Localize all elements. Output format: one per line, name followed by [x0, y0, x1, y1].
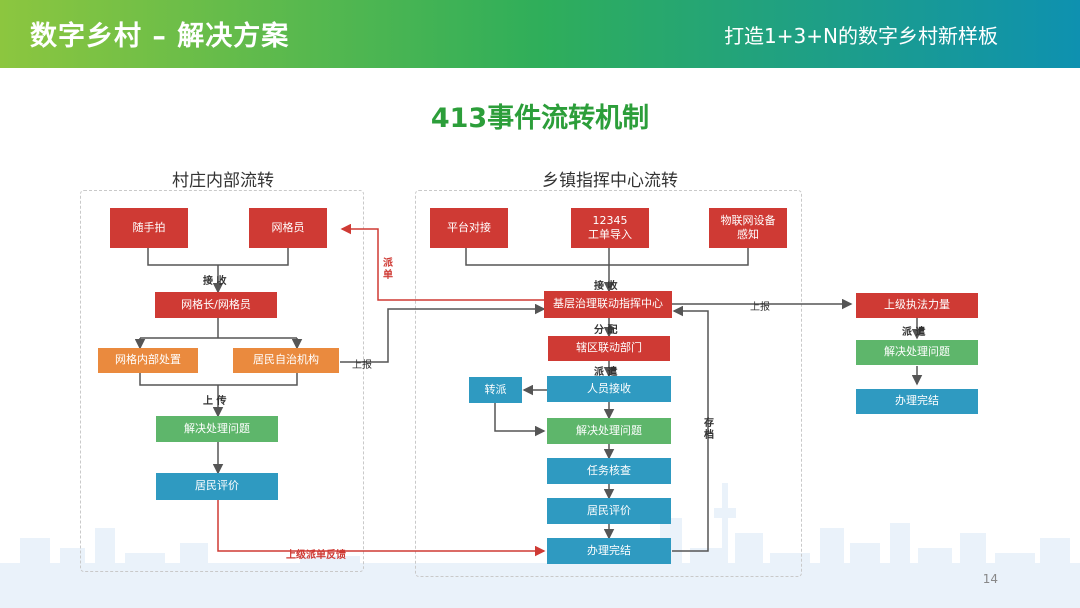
node-xiaqu-bumen: 辖区联动部门 — [548, 336, 670, 361]
node-renwu-hecha: 任务核查 — [547, 458, 671, 484]
diagram-title: 413事件流转机制 — [430, 103, 650, 134]
label-left-jieshou: 接 收 — [203, 276, 227, 287]
node-renyuan-jieshou: 人员接收 — [547, 376, 671, 402]
header-bar: 数字乡村 – 解决方案 打造1+3+N的数字乡村新样板 — [0, 0, 1080, 68]
node-zhihui-zhongxin: 基层治理联动指挥中心 — [544, 291, 672, 318]
city-skyline-background — [0, 483, 1080, 608]
label-center-paiqian: 派 遣 — [594, 367, 618, 378]
label-right-paiqian: 派 遣 — [902, 327, 926, 338]
node-pingtai-duijie: 平台对接 — [430, 208, 508, 248]
label-paidan: 派单 — [383, 258, 393, 281]
node-center-pingjia: 居民评价 — [547, 498, 671, 524]
label-left-shangbao: 上报 — [352, 360, 372, 371]
label-left-shangchuan: 上 传 — [203, 396, 227, 407]
center-group-box — [415, 190, 802, 577]
header-title: 数字乡村 – 解决方案 — [30, 21, 290, 52]
node-wanggeyuan: 网格员 — [249, 208, 327, 248]
label-fankui: 上级派单反馈 — [286, 550, 346, 561]
node-right-jiejue: 解决处理问题 — [856, 340, 978, 365]
label-cundang: 存档 — [704, 418, 714, 441]
page-number: 14 — [982, 572, 998, 586]
left-section-title: 村庄内部流转 — [172, 171, 274, 191]
node-left-pingjia: 居民评价 — [156, 473, 278, 500]
node-left-jiejue: 解决处理问题 — [156, 416, 278, 442]
left-group-box — [80, 190, 364, 572]
center-section-title: 乡镇指挥中心流转 — [542, 171, 678, 191]
node-wangge-neibu: 网格内部处置 — [98, 348, 198, 373]
node-right-banjie: 办理完结 — [856, 389, 978, 414]
node-zhuanpai: 转派 — [469, 377, 522, 403]
node-12345-gongdan: 12345 工单导入 — [571, 208, 649, 248]
label-center-fenpei: 分 配 — [594, 325, 618, 336]
node-wanggezhang: 网格长/网格员 — [155, 292, 277, 318]
label-center-shangbao: 上报 — [750, 302, 770, 313]
label-center-jieshou: 接 收 — [594, 281, 618, 292]
node-center-jiejue: 解决处理问题 — [547, 418, 671, 444]
node-jumin-zizhi: 居民自治机构 — [233, 348, 339, 373]
node-wulianwang: 物联网设备 感知 — [709, 208, 787, 248]
node-suishoupai: 随手拍 — [110, 208, 188, 248]
node-shangji-zhifa: 上级执法力量 — [856, 293, 978, 318]
node-banli-wanjie: 办理完结 — [547, 538, 671, 564]
header-subtitle: 打造1+3+N的数字乡村新样板 — [724, 24, 998, 48]
